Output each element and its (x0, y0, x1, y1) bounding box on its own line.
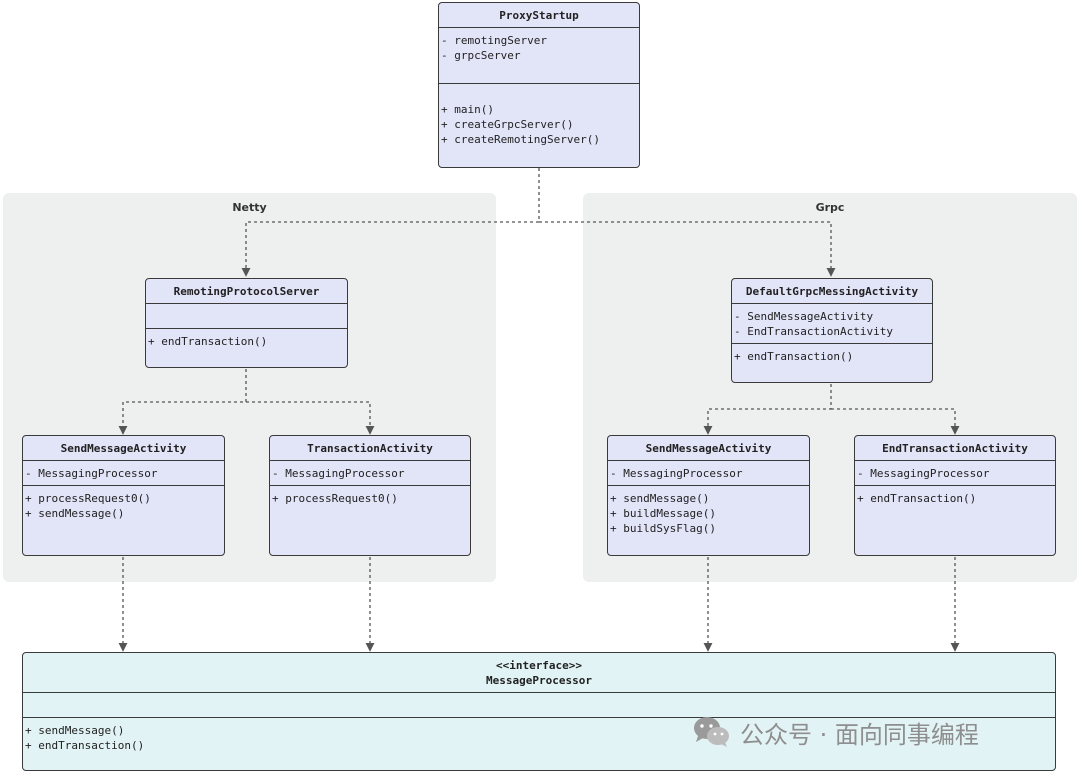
field-row: - MessagingProcessor (272, 467, 405, 480)
class-name: MessageProcessor (486, 673, 592, 687)
method-row: + endTransaction() (857, 492, 977, 505)
class-fields: - MessagingProcessor (23, 461, 224, 486)
class-methods: + endTransaction() (732, 344, 932, 364)
method-row: + processRequest0() (25, 492, 151, 505)
class-methods: + main() + createGrpcServer() + createRe… (439, 84, 639, 147)
class-name: DefaultGrpcMessingActivity (732, 279, 932, 304)
method-row: + sendMessage() (610, 492, 710, 505)
method-row: + sendMessage() (25, 507, 125, 520)
watermark-text: 公众号 · 面向同事编程 (740, 720, 979, 749)
class-name: RemotingProtocolServer (146, 279, 347, 304)
netty-group-title: Netty (232, 201, 267, 214)
method-row: + endTransaction() (25, 739, 145, 752)
grpc-group-title: Grpc (815, 201, 845, 214)
class-name: TransactionActivity (270, 436, 470, 461)
message-processor-interface: <<interface>> MessageProcessor + sendMes… (22, 652, 1056, 771)
edge-defaultgrpc-to-sendmessage (703, 384, 832, 435)
field-row: - grpcServer (441, 49, 521, 62)
class-methods: + processRequest0() + sendMessage() (23, 486, 224, 521)
class-methods: + sendMessage() + buildMessage() + build… (608, 486, 809, 536)
default-grpc-messing-activity-class: DefaultGrpcMessingActivity - SendMessage… (731, 278, 933, 383)
field-row: - MessagingProcessor (25, 467, 158, 480)
edge-proxystartup-to-remoting (241, 168, 540, 277)
method-row: + sendMessage() (25, 724, 125, 737)
proxy-startup-class: ProxyStartup - remotingServer - grpcServ… (438, 2, 640, 168)
wechat-icon (694, 717, 729, 747)
interface-stereotype: <<interface>> (495, 658, 583, 672)
class-fields (23, 693, 1055, 718)
field-row: - remotingServer (441, 34, 547, 47)
method-row: + endTransaction() (148, 335, 268, 348)
class-fields: - MessagingProcessor (855, 461, 1055, 486)
edge-remoting-to-transaction (246, 401, 375, 435)
field-row: - MessagingProcessor (857, 467, 990, 480)
class-fields: - SendMessageActivity - EndTransactionAc… (732, 304, 932, 344)
watermark: 公众号 · 面向同事编程 (692, 712, 979, 752)
end-transaction-activity-class: EndTransactionActivity - MessagingProces… (854, 435, 1056, 556)
class-fields: - MessagingProcessor (270, 461, 470, 486)
field-row: - SendMessageActivity (734, 310, 874, 323)
method-row: + processRequest0() (272, 492, 398, 505)
class-name: SendMessageActivity (608, 436, 809, 461)
class-fields: - MessagingProcessor (608, 461, 809, 486)
class-name: ProxyStartup (439, 3, 639, 28)
class-name: EndTransactionActivity (855, 436, 1055, 461)
transaction-activity-class: TransactionActivity - MessagingProcessor… (269, 435, 471, 556)
class-methods: + endTransaction() (146, 329, 347, 349)
method-row: + createRemotingServer() (441, 133, 600, 146)
class-fields: - remotingServer - grpcServer (439, 28, 639, 84)
edge-remoting-to-sendmessage (118, 369, 247, 435)
edge-proxystartup-to-defaultgrpc (539, 221, 836, 277)
class-name: SendMessageActivity (23, 436, 224, 461)
field-row: - EndTransactionActivity (734, 325, 893, 338)
grpc-send-message-activity-class: SendMessageActivity - MessagingProcessor… (607, 435, 810, 556)
method-row: + buildSysFlag() (610, 522, 716, 535)
class-methods: + sendMessage() + endTransaction() (23, 718, 1055, 753)
field-row: - MessagingProcessor (610, 467, 743, 480)
method-row: + createGrpcServer() (441, 118, 574, 131)
interface-header: <<interface>> MessageProcessor (23, 653, 1055, 693)
edge-defaultgrpc-to-endtransaction (831, 408, 960, 435)
class-methods: + endTransaction() (855, 486, 1055, 506)
method-row: + main() (441, 103, 494, 116)
method-row: + endTransaction() (734, 350, 854, 363)
class-fields (146, 304, 347, 329)
netty-send-message-activity-class: SendMessageActivity - MessagingProcessor… (22, 435, 225, 556)
remoting-protocol-server-class: RemotingProtocolServer + endTransaction(… (145, 278, 348, 368)
class-methods: + processRequest0() (270, 486, 470, 506)
method-row: + buildMessage() (610, 507, 716, 520)
